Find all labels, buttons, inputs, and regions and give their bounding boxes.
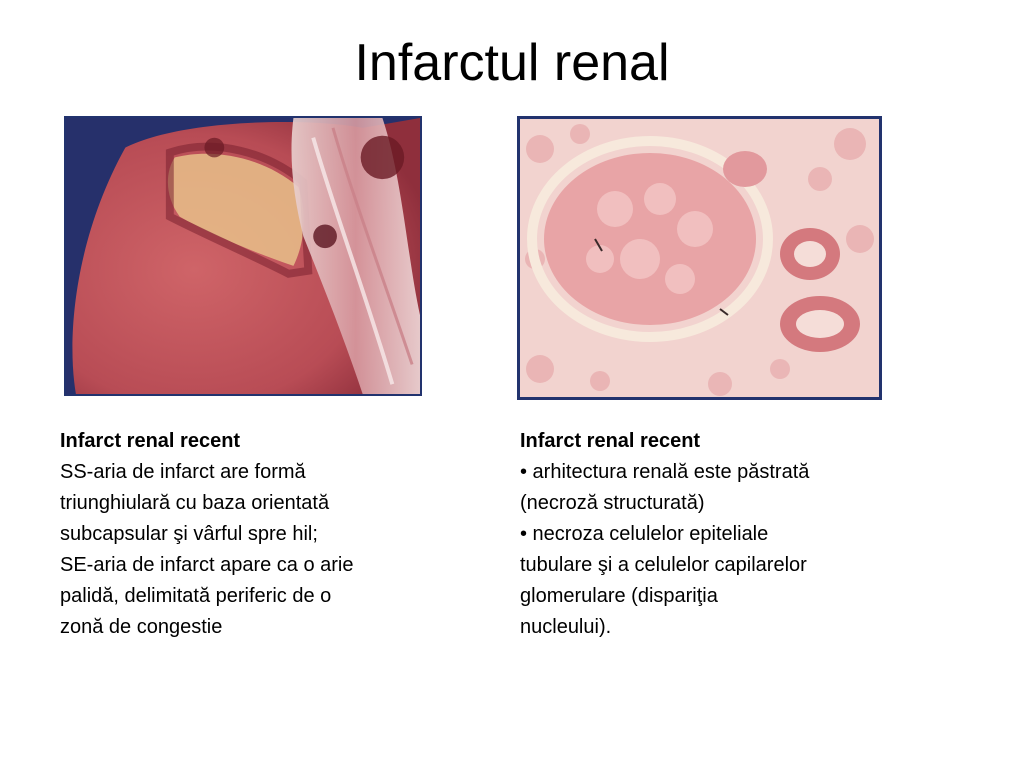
left-caption-line: SS-aria de infarct are formă bbox=[60, 461, 306, 483]
right-caption-line: glomerulare (dispariţia bbox=[520, 585, 718, 607]
right-caption-line: nucleului). bbox=[520, 616, 612, 638]
left-caption: Infarct renal recent SS-aria de infarct … bbox=[60, 426, 460, 643]
right-caption: Infarct renal recent • arhitectura renal… bbox=[520, 426, 910, 643]
slide-title: Infarctul renal bbox=[354, 34, 670, 92]
left-caption-line: palidă, delimitată periferic de o bbox=[60, 585, 332, 607]
left-caption-line: SE-aria de infarct apare ca o arie bbox=[60, 554, 354, 576]
left-caption-line: triunghiulară cu baza orientată bbox=[60, 492, 330, 514]
histology-image bbox=[517, 116, 882, 400]
gross-specimen-image bbox=[64, 116, 422, 396]
left-caption-heading: Infarct renal recent bbox=[60, 430, 241, 452]
right-caption-line: • arhitectura renală este păstrată bbox=[520, 461, 810, 483]
right-caption-heading: Infarct renal recent bbox=[520, 430, 701, 452]
right-caption-line: (necroză structurată) bbox=[520, 492, 705, 514]
right-caption-line: tubulare şi a celulelor capilarelor bbox=[520, 554, 807, 576]
left-caption-line: zonă de congestie bbox=[60, 616, 223, 638]
right-caption-line: • necroza celulelor epiteliale bbox=[520, 523, 769, 545]
left-caption-line: subcapsular şi vârful spre hil; bbox=[60, 523, 318, 545]
